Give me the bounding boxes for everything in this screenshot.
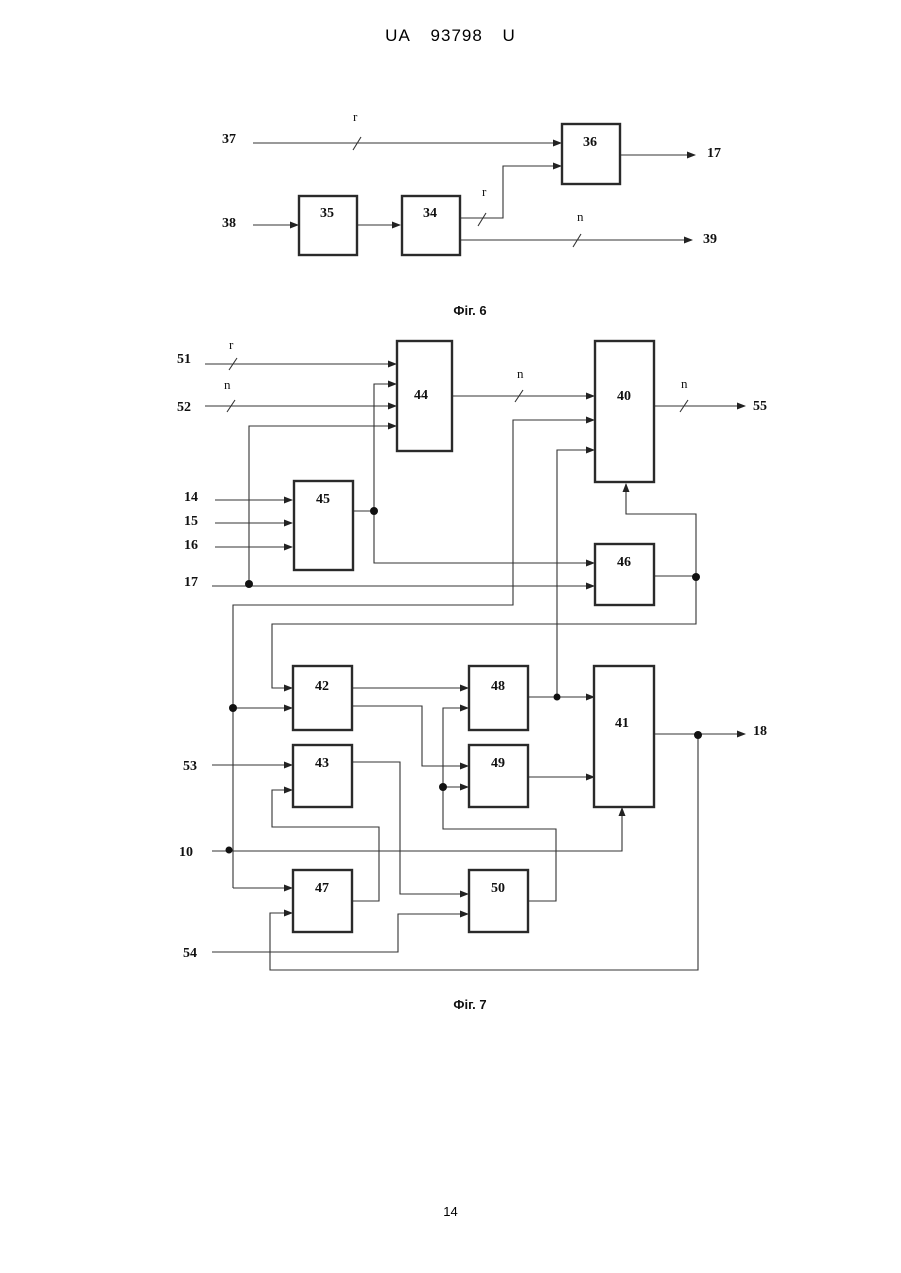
block-36 [562,124,620,184]
block-41 [594,666,654,807]
block-49-label: 49 [491,756,505,771]
bus-label-r-top: r [353,109,358,124]
block-41-label: 41 [615,716,629,731]
junction-dot [554,694,561,701]
block-50 [469,870,528,932]
terminal-53: 53 [183,759,197,774]
terminal-16: 16 [184,538,198,553]
block-50-label: 50 [491,881,505,896]
block-35-label: 35 [320,206,334,221]
block-34 [402,196,460,255]
block-36-label: 36 [583,135,597,150]
block-48-label: 48 [491,679,505,694]
bus-slash-r-mid [478,213,486,226]
junction-dot [439,783,447,791]
block-43 [293,745,352,807]
terminal-38: 38 [222,216,236,231]
bus-label-r-mid: r [482,184,487,199]
block-45-label: 45 [316,492,330,507]
line-48-to-40 [557,450,594,697]
terminal-55: 55 [753,399,767,414]
junction-dot [226,847,233,854]
line-43-to-50 [353,762,468,894]
terminal-52: 52 [177,400,191,415]
block-47-label: 47 [315,881,329,896]
block-46 [595,544,654,605]
block-49 [469,745,528,807]
block-47 [293,870,352,932]
junction-dot [370,507,378,515]
figure-7: 44 40 45 46 42 43 47 48 49 50 41 51 52 1… [177,337,767,1012]
figure-7-caption: Фіг. 7 [453,997,486,1012]
figure-6-caption: Фіг. 6 [453,303,486,318]
terminal-17: 17 [707,146,721,161]
block-48 [469,666,528,730]
figure-6: 36 35 34 37 38 17 39 r r n Фіг. 6 [222,109,721,318]
block-35 [299,196,357,255]
line-10-to-41 [212,808,622,851]
block-44-label: 44 [414,388,428,403]
junction-dot [694,731,702,739]
block-34-label: 34 [423,206,437,221]
junction-dot [245,580,253,588]
block-42-label: 42 [315,679,329,694]
line-45-to-44 [374,384,396,511]
terminal-39: 39 [703,232,717,247]
page-number: 14 [0,1204,901,1219]
terminal-15: 15 [184,514,198,529]
block-43-label: 43 [315,756,329,771]
terminal-54: 54 [183,946,197,961]
junction-dot [692,573,700,581]
terminal-10: 10 [179,845,193,860]
line-loop-to-40 [233,420,594,888]
bus-label-n-44: n [517,366,524,381]
bus-label-n-52: n [224,377,231,392]
terminal-51: 51 [177,352,191,367]
terminal-18: 18 [753,724,767,739]
bus-label-n: n [577,209,584,224]
junction-dot [229,704,237,712]
bus-label-r-51: r [229,337,234,352]
line-34-to-36 [461,166,561,218]
block-42 [293,666,352,730]
terminal-17: 17 [184,575,198,590]
line-45-to-46 [374,511,594,563]
block-40-label: 40 [617,389,631,404]
bus-label-n-40: n [681,376,688,391]
terminal-14: 14 [184,490,198,505]
block-40 [595,341,654,482]
line-42-to-49 [353,706,468,766]
block-46-label: 46 [617,555,631,570]
terminal-37: 37 [222,132,236,147]
line-50-to-48 [443,708,468,787]
